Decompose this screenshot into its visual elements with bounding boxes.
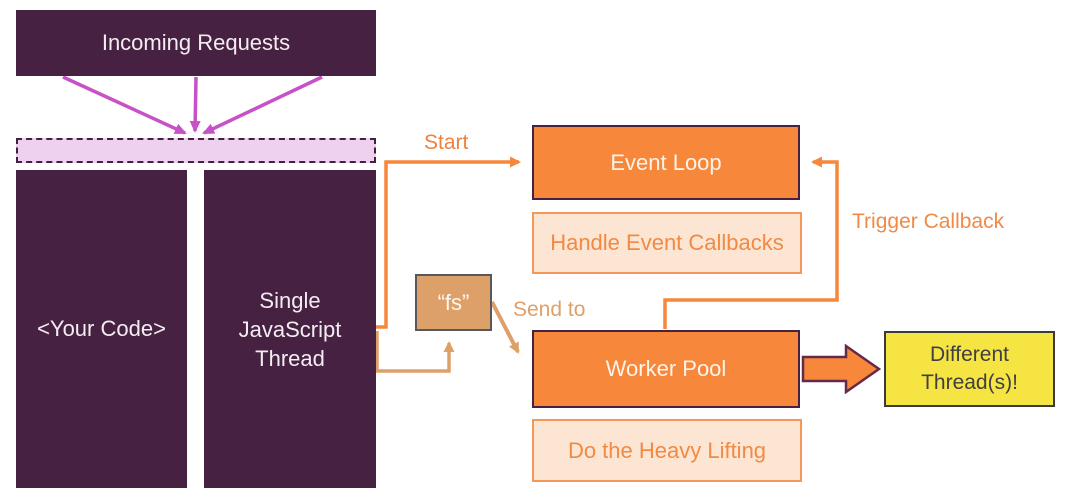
request-queue-box: [16, 138, 376, 163]
start-edge-label: Start: [424, 131, 469, 154]
different-threads-label: Different Thread(s)!: [921, 343, 1018, 394]
incoming-arrow-right-icon: [202, 75, 323, 135]
worker-pool-label: Worker Pool: [605, 356, 727, 381]
fs-module-box: “fs”: [415, 274, 492, 331]
send-to-edge-label: Send to: [513, 298, 586, 321]
incoming-arrow-left-icon: [62, 75, 187, 135]
block-arrow-icon: [801, 343, 882, 395]
handle-event-callbacks-box: Handle Event Callbacks: [532, 212, 802, 274]
handle-event-callbacks-label: Handle Event Callbacks: [550, 230, 784, 255]
fs-module-label: “fs”: [437, 289, 470, 315]
incoming-requests-box: Incoming Requests: [16, 10, 376, 76]
single-js-thread-box: Single JavaScript Thread: [204, 170, 376, 488]
fs-call-arrow: [375, 331, 455, 373]
incoming-requests-label: Incoming Requests: [101, 30, 291, 55]
do-the-heavy-lifting-label: Do the Heavy Lifting: [567, 437, 767, 463]
your-code-label: <Your Code>: [37, 316, 166, 341]
event-loop-label: Event Loop: [610, 149, 722, 175]
trigger-callback-edge-label: Trigger Callback: [852, 210, 1005, 233]
different-threads-box: Different Thread(s)!: [884, 331, 1055, 407]
single-js-thread-label: Single JavaScript Thread: [238, 287, 342, 371]
event-loop-box: Event Loop: [532, 125, 800, 200]
incoming-arrow-middle-icon: [189, 76, 201, 133]
worker-pool-box: Worker Pool: [532, 330, 800, 408]
do-the-heavy-lifting-box: Do the Heavy Lifting: [532, 419, 802, 482]
your-code-box: <Your Code>: [16, 170, 187, 488]
